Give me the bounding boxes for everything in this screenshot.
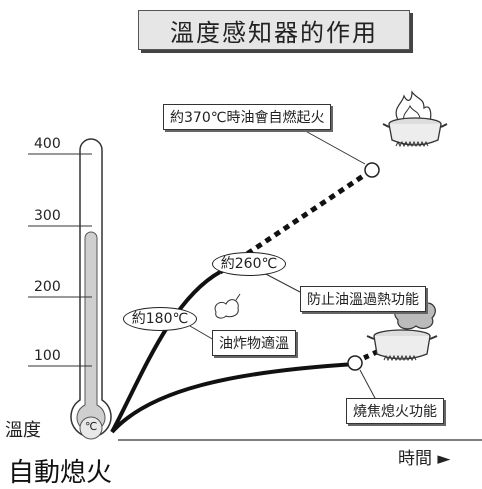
t180-oval: 約180℃ [123,307,197,331]
tick-label-400: 400 [34,136,61,152]
x-axis-label: 時間 ► [398,449,451,469]
auto-shutoff-text: 自動熄火 [8,458,113,488]
ignition-callout: 約370℃時油會自燃起火 [163,104,332,130]
tick-label-300: 300 [34,208,61,224]
boil-dry-curve [110,362,356,434]
tick-label-200: 200 [34,279,61,295]
burning-pot-icon [382,90,448,148]
fry-callout: 油炸物適溫 [212,330,296,356]
t180-leader [189,325,215,341]
boil-dry-callout: 燒焦熄火功能 [346,398,444,424]
smoking-pot-icon [366,298,438,362]
t260-oval: 約260℃ [212,252,286,276]
boil-dry-leader [359,369,377,401]
tick-label-100: 100 [34,348,61,364]
boil-dry-point [347,355,363,371]
overheat-curve [110,270,221,433]
fried-food-icon [214,293,241,319]
diagram-title: 溫度感知器的作用 [138,10,410,50]
y-axis-label: 溫度 [5,420,41,441]
ignition-leader [299,127,366,165]
celsius-symbol: ℃ [85,420,98,433]
overheat-callout: 防止油溫過熱功能 [300,286,426,312]
temperature-diagram [28,90,482,441]
thermometer-mercury [76,231,106,433]
thermometer-bulb [79,416,103,440]
ignition-dotted-line [218,167,374,275]
t260-leader [261,271,301,293]
ignition-point [364,162,380,178]
